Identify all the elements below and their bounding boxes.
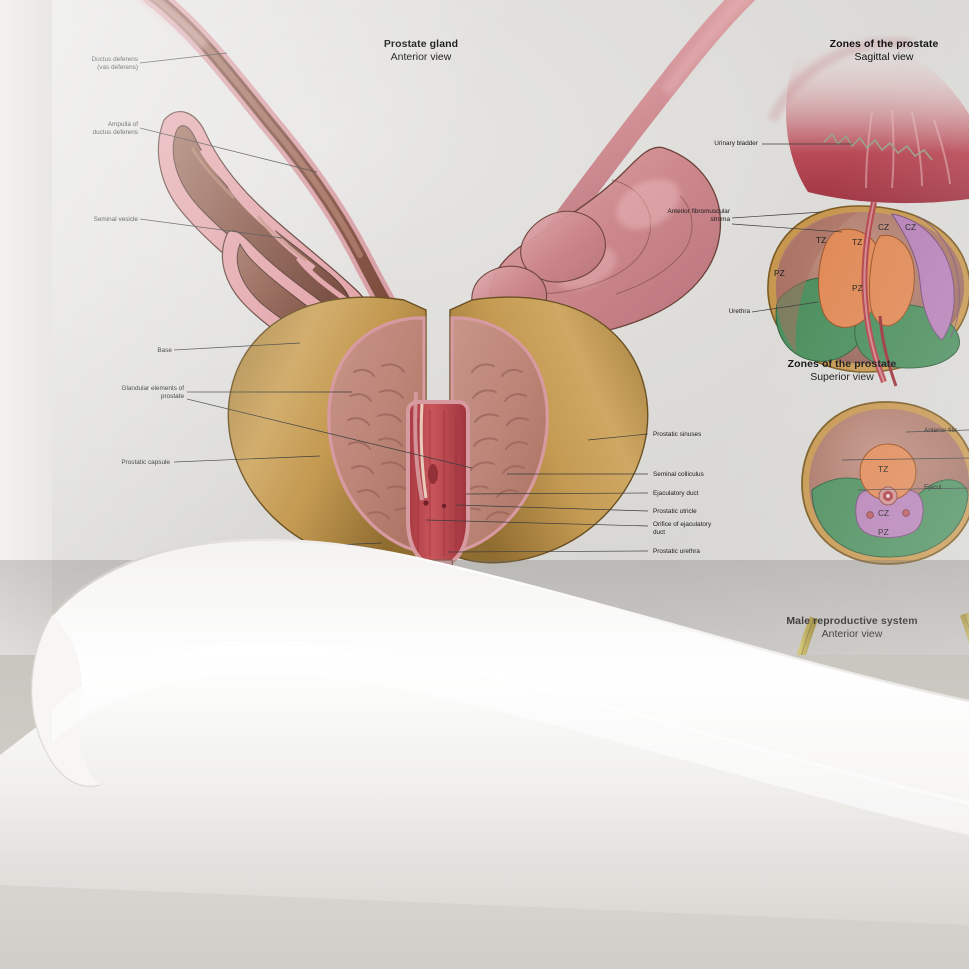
poster-sheet: Prostate gland Anterior view Zones of th… [52, 0, 969, 700]
page-curl [0, 538, 969, 969]
